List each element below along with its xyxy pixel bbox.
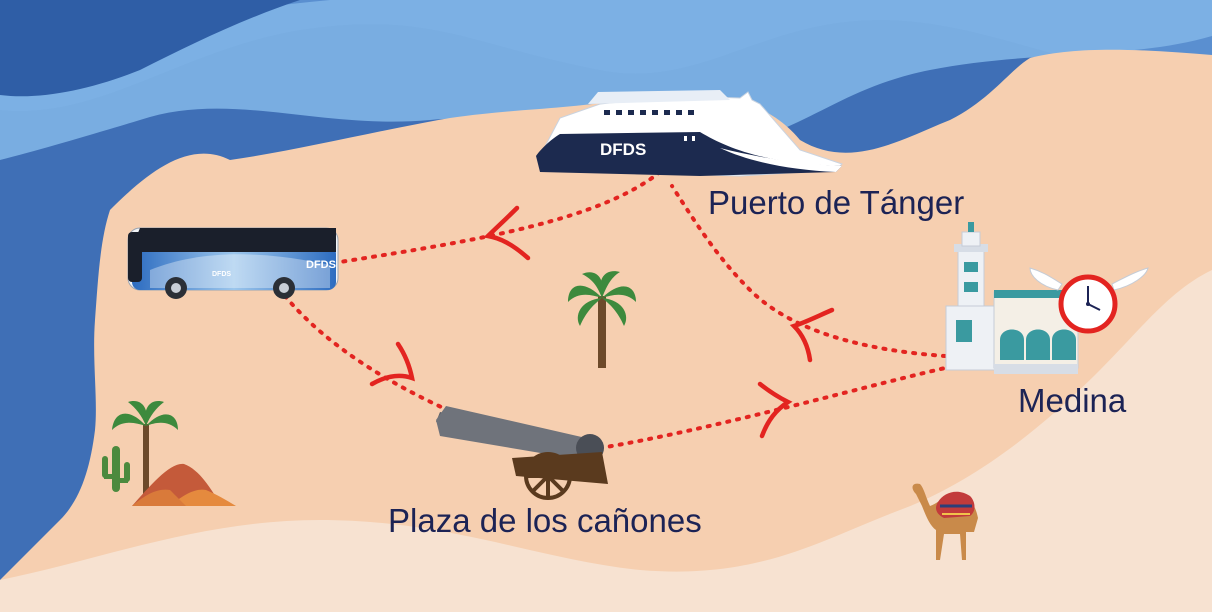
arrow-icon	[483, 205, 531, 261]
port-label: Puerto de Tánger	[708, 184, 964, 221]
arrow-icon	[369, 341, 415, 387]
clock-icon	[1029, 267, 1149, 334]
palm-tree-icon	[568, 271, 636, 368]
cannon-icon	[436, 406, 608, 500]
arrow-icon	[789, 307, 835, 363]
bus-brand-small: DFDS	[212, 271, 231, 278]
arrow-icon	[757, 381, 793, 439]
bus-icon: DFDS DFDS	[127, 227, 339, 299]
camel-icon	[912, 483, 978, 560]
route-arrows	[369, 205, 835, 439]
ferry-icon: DFDS	[536, 90, 843, 177]
ferry-brand: DFDS	[600, 140, 646, 159]
route-bus-plaza	[283, 294, 472, 422]
mosque-icon	[945, 222, 1079, 374]
medina-label: Medina	[1018, 382, 1127, 419]
route-medina-port	[670, 184, 947, 358]
plaza-label: Plaza de los cañones	[388, 502, 702, 539]
desert-hills-icon	[102, 401, 236, 506]
bus-brand: DFDS	[306, 259, 336, 271]
route-port-bus	[338, 170, 662, 264]
